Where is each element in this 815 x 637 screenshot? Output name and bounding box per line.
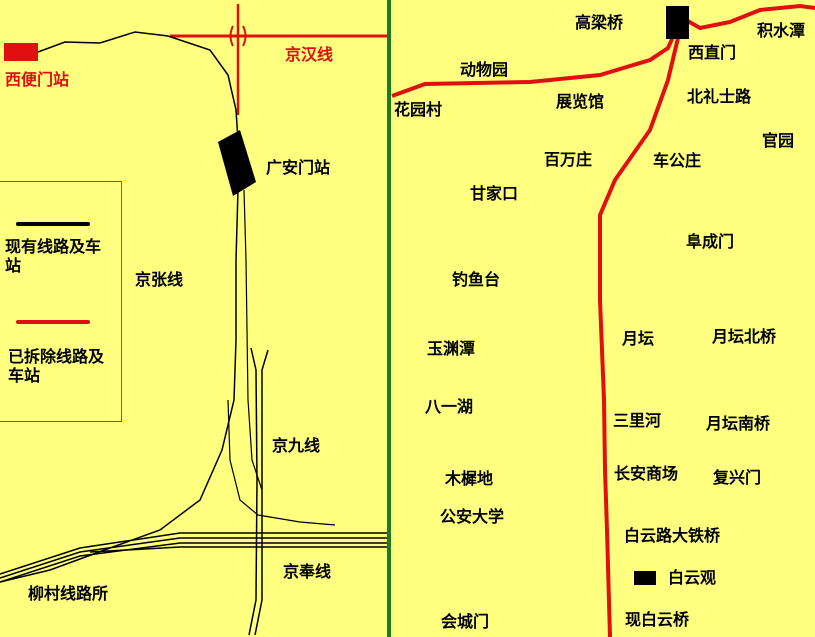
map-legend: 现有线路及车站 已拆除线路及车站 <box>0 181 122 422</box>
label-baiyunludatieqiao: 白云路大铁桥 <box>624 526 721 545</box>
jingjiu-track-b <box>254 349 269 636</box>
label-chegongzhuang: 车公庄 <box>653 151 702 170</box>
label-xianbaiyunqiao: 现白云桥 <box>625 610 690 629</box>
label-jingjiu-line: 京九线 <box>272 436 321 455</box>
label-liucun-junction: 柳村线路所 <box>28 584 109 603</box>
label-baiwanzhuang: 百万庄 <box>544 150 593 169</box>
label-dongwuyuan: 动物园 <box>460 60 509 79</box>
label-jingfeng-line: 京奉线 <box>283 562 332 581</box>
removed-line-xizhimen-jishuitan <box>685 3 815 31</box>
label-fuchengmen: 阜成门 <box>686 232 735 251</box>
xibianmen-station-marker <box>4 43 38 61</box>
crossing-bracket-right <box>242 25 247 47</box>
label-fuxingmen: 复兴门 <box>713 468 762 487</box>
label-xibianmen-station: 西便门站 <box>5 70 70 89</box>
label-diaoyutai: 钓鱼台 <box>452 270 501 289</box>
jingzhang-side-track <box>243 189 263 491</box>
jingfeng-track-a <box>0 532 387 575</box>
jingzhang-line-north <box>37 31 239 141</box>
label-beilishilu: 北礼士路 <box>687 87 752 106</box>
legend-existing-label: 现有线路及车站 <box>5 237 102 275</box>
label-gaoliangqiao: 高梁桥 <box>575 13 624 32</box>
label-jinghan-line: 京汉线 <box>285 45 334 64</box>
removed-line-xizhimen-south <box>598 37 680 637</box>
label-muxidi: 木樨地 <box>445 469 494 488</box>
label-changanshangchang: 长安商场 <box>614 464 679 483</box>
jingfeng-track-d <box>89 546 387 553</box>
legend-removed-label: 已拆除线路及车站 <box>8 347 105 385</box>
label-jingzhang-line: 京张线 <box>135 270 184 289</box>
label-yuetannanqiao: 月坛南桥 <box>706 414 771 433</box>
label-yuetan: 月坛 <box>622 329 655 348</box>
label-huichengmen: 会城门 <box>441 612 490 631</box>
jingjiu-track-a <box>248 347 258 636</box>
guanganmen-station-marker <box>218 130 256 196</box>
label-gonganuniv: 公安大学 <box>440 507 505 526</box>
label-jishuitan: 积水潭 <box>757 21 806 40</box>
label-sanlihe: 三里河 <box>613 411 662 430</box>
label-bayihu: 八一湖 <box>425 397 474 416</box>
label-huayuancun: 花园村 <box>394 100 443 119</box>
xizhimen-station-marker <box>666 6 689 39</box>
label-ganjiakou: 甘家口 <box>470 184 519 203</box>
label-xizhimen: 西直门 <box>688 43 737 62</box>
label-baiyunguan: 白云观 <box>668 568 717 587</box>
label-yuyuantan: 玉渊潭 <box>427 339 476 358</box>
jingfeng-track-b <box>0 537 387 579</box>
label-guanganmen-station: 广安门站 <box>266 158 331 177</box>
label-guanyuan: 官园 <box>762 131 795 150</box>
crossing-bracket-left <box>229 25 234 47</box>
jingzhang-side-track-2 <box>227 399 336 526</box>
jingzhang-line-south <box>0 189 239 583</box>
label-yuetanbeiqiao: 月坛北桥 <box>712 327 777 346</box>
label-zhanlanguan: 展览馆 <box>556 92 605 111</box>
removed-line-huayuancun-xizhimen <box>391 29 678 98</box>
baiyunguan-station-marker <box>634 571 656 585</box>
